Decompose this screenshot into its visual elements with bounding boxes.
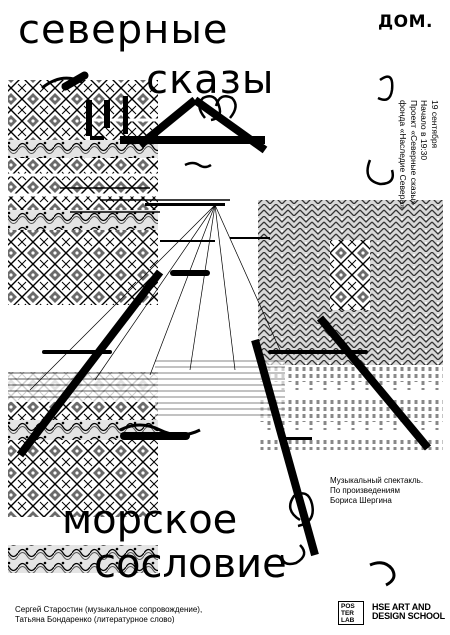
title-top-line1: северные — [18, 7, 229, 53]
hse-line1: HSE ART AND — [372, 602, 431, 612]
hse-logo: HSE ART AND DESIGN SCHOOL — [372, 603, 445, 621]
title-top-line2: сказы — [146, 57, 275, 103]
event-date: 19 сентября — [430, 100, 440, 149]
credits-line1: Сергей Старостин (музыкальное сопровожде… — [15, 605, 203, 614]
caption-line1: Музыкальный спектакль. — [330, 476, 424, 485]
title-bottom-line1: морское — [62, 497, 238, 543]
credits-line2: Татьяна Бондаренко (литературное слово) — [15, 615, 175, 624]
caption-line2: По произведениям — [330, 486, 401, 495]
title-bottom-line2: сословие — [94, 541, 287, 587]
poster-lab-logo: POS TER LAB — [338, 601, 364, 625]
hse-line2: DESIGN SCHOOL — [372, 611, 445, 621]
event-fund: фонда «Наследие Севера» — [398, 100, 409, 209]
caption-line3: Бориса Шергина — [330, 496, 392, 505]
performance-caption: Музыкальный спектакль. По произведениям … — [330, 476, 423, 506]
event-info: 19 сентября Начало в 19:30 Проект «Север… — [398, 100, 441, 220]
dom-logo: ДОМ. — [378, 12, 433, 32]
event-time: Начало в 19:30 — [419, 100, 430, 161]
title-top: северные сказы — [18, 10, 275, 100]
event-project: Проект «Северные сказы» — [409, 100, 419, 206]
credits: Сергей Старостин (музыкальное сопровожде… — [15, 605, 202, 625]
title-bottom: морское сословие — [62, 500, 287, 584]
